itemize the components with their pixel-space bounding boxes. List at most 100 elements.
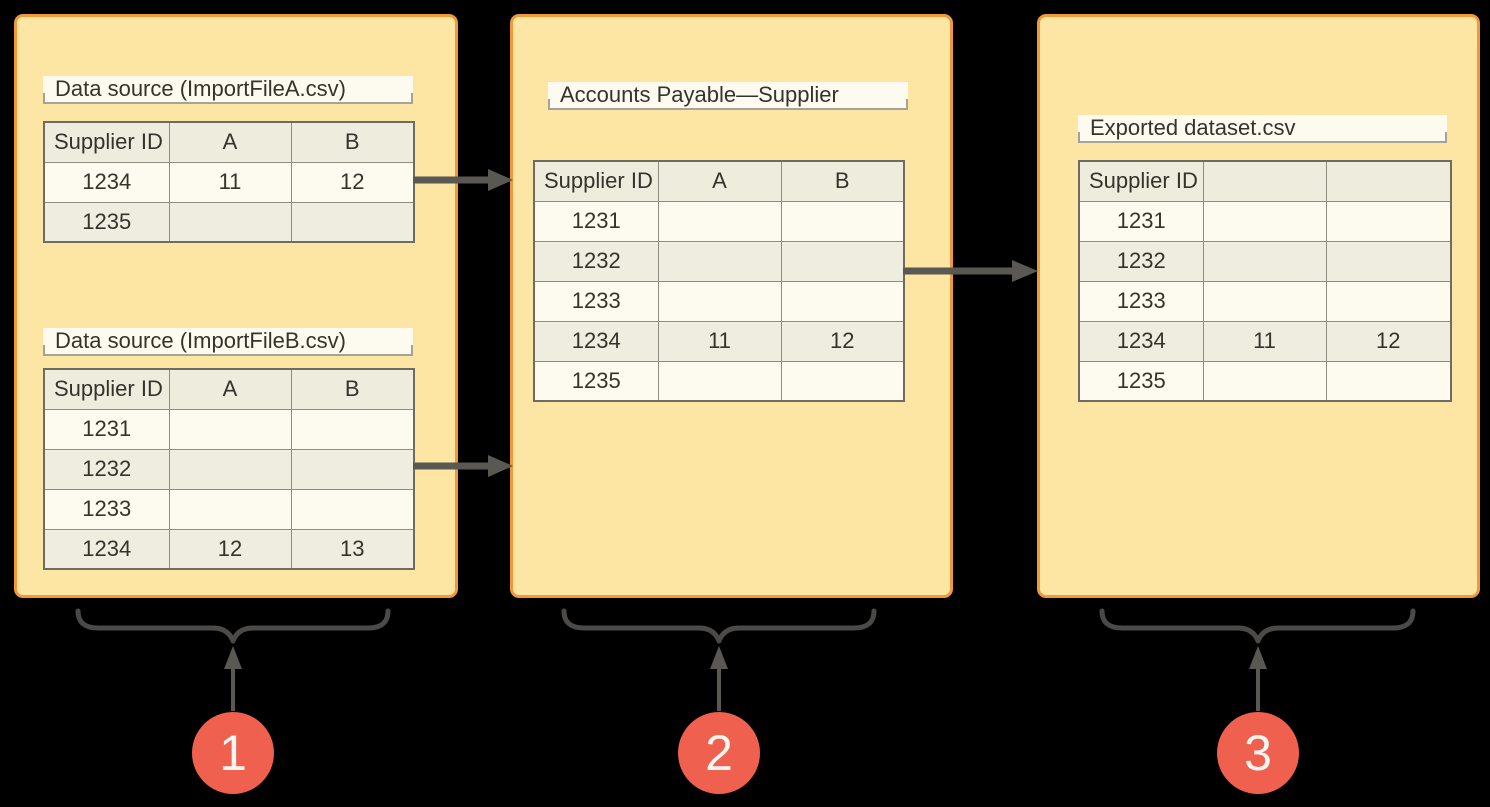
table-row: 1232: [43, 448, 415, 490]
step-badge-2: 2: [678, 712, 760, 794]
table-header-row: Supplier ID A B: [533, 160, 905, 202]
cell: [168, 488, 292, 530]
cell: [780, 240, 905, 282]
column-header: [1325, 160, 1452, 202]
cell: [290, 408, 415, 450]
column-header: Supplier ID: [43, 368, 170, 410]
cell: 1231: [533, 200, 659, 242]
table-import-b: Supplier ID A B 1231 1232 1233: [43, 368, 415, 570]
table-row: 1231: [1078, 200, 1452, 242]
cell: 1233: [43, 488, 170, 530]
cell: 11: [168, 161, 292, 203]
table-title-import-a: Data source (ImportFileA.csv): [43, 76, 413, 104]
column-header: [1202, 160, 1327, 202]
table-row: 1235: [533, 360, 905, 402]
cell: 1234: [43, 161, 170, 203]
cell: [1202, 200, 1327, 242]
cell: [780, 200, 905, 242]
column-header: Supplier ID: [43, 121, 170, 163]
step-number: 3: [1244, 725, 1272, 781]
arrow-up-icon: [1249, 646, 1267, 711]
cell: 1235: [1078, 360, 1204, 402]
column-header: A: [657, 160, 782, 202]
cell: [290, 201, 415, 243]
cell: 1235: [43, 201, 170, 243]
cell: 12: [1325, 320, 1452, 362]
cell: [1202, 240, 1327, 282]
cell: [168, 448, 292, 490]
panel-data-sources: Data source (ImportFileA.csv) Supplier I…: [14, 14, 458, 598]
cell: [1325, 240, 1452, 282]
table-row: 1234 11 12: [533, 320, 905, 362]
cell: [1325, 200, 1452, 242]
cell: [168, 408, 292, 450]
cell: 1234: [1078, 320, 1204, 362]
cell: [657, 200, 782, 242]
panel-exported-dataset: Exported dataset.csv Supplier ID 1231 12…: [1037, 14, 1480, 598]
cell: 13: [290, 528, 415, 570]
arrow-up-icon: [710, 646, 728, 711]
column-header: B: [290, 368, 415, 410]
cell: 1232: [1078, 240, 1204, 282]
table-header-row: Supplier ID A B: [43, 121, 415, 163]
cell: 1233: [533, 280, 659, 322]
cell: 12: [168, 528, 292, 570]
column-header: A: [168, 368, 292, 410]
column-header: B: [290, 121, 415, 163]
cell: [780, 360, 905, 402]
panel-accounts-payable: Accounts Payable—Supplier Supplier ID A …: [510, 14, 953, 598]
table-import-a: Supplier ID A B 1234 11 12 1235: [43, 121, 415, 243]
table-title-accounts-payable: Accounts Payable—Supplier: [548, 82, 908, 110]
column-header: B: [780, 160, 905, 202]
table-header-row: Supplier ID A B: [43, 368, 415, 410]
cell: 1231: [1078, 200, 1204, 242]
cell: 11: [1202, 320, 1327, 362]
cell: [1202, 280, 1327, 322]
cell: [290, 448, 415, 490]
underbrace-icon: [75, 608, 391, 644]
table-row: 1232: [1078, 240, 1452, 282]
step-number: 2: [705, 725, 733, 781]
table-row: 1234 12 13: [43, 528, 415, 570]
step-badge-3: 3: [1217, 712, 1299, 794]
cell: [168, 201, 292, 243]
cell: 12: [290, 161, 415, 203]
table-row: 1233: [1078, 280, 1452, 322]
cell: 1235: [533, 360, 659, 402]
table-row: 1231: [533, 200, 905, 242]
table-row: 1235: [43, 201, 415, 243]
table-row: 1234 11 12: [1078, 320, 1452, 362]
step-number: 1: [219, 725, 247, 781]
cell: 11: [657, 320, 782, 362]
table-header-row: Supplier ID: [1078, 160, 1452, 202]
table-title-import-b: Data source (ImportFileB.csv): [43, 328, 413, 356]
cell: [657, 240, 782, 282]
column-header: Supplier ID: [533, 160, 659, 202]
table-title-exported-dataset: Exported dataset.csv: [1078, 115, 1447, 143]
table-accounts-payable: Supplier ID A B 1231 1232 1233: [533, 160, 905, 402]
cell: 1232: [43, 448, 170, 490]
table-row: 1233: [533, 280, 905, 322]
step-badge-1: 1: [192, 712, 274, 794]
cell: [1325, 360, 1452, 402]
cell: [780, 280, 905, 322]
cell: 1233: [1078, 280, 1204, 322]
cell: 1234: [533, 320, 659, 362]
cell: 12: [780, 320, 905, 362]
table-row: 1231: [43, 408, 415, 450]
table-exported-dataset: Supplier ID 1231 1232 1233: [1078, 160, 1452, 402]
cell: [1202, 360, 1327, 402]
cell: [1325, 280, 1452, 322]
cell: [657, 280, 782, 322]
arrow-up-icon: [224, 646, 242, 711]
table-row: 1235: [1078, 360, 1452, 402]
cell: 1231: [43, 408, 170, 450]
column-header: Supplier ID: [1078, 160, 1204, 202]
table-row: 1233: [43, 488, 415, 530]
table-row: 1232: [533, 240, 905, 282]
cell: 1232: [533, 240, 659, 282]
cell: [290, 488, 415, 530]
underbrace-icon: [561, 608, 877, 644]
cell: 1234: [43, 528, 170, 570]
